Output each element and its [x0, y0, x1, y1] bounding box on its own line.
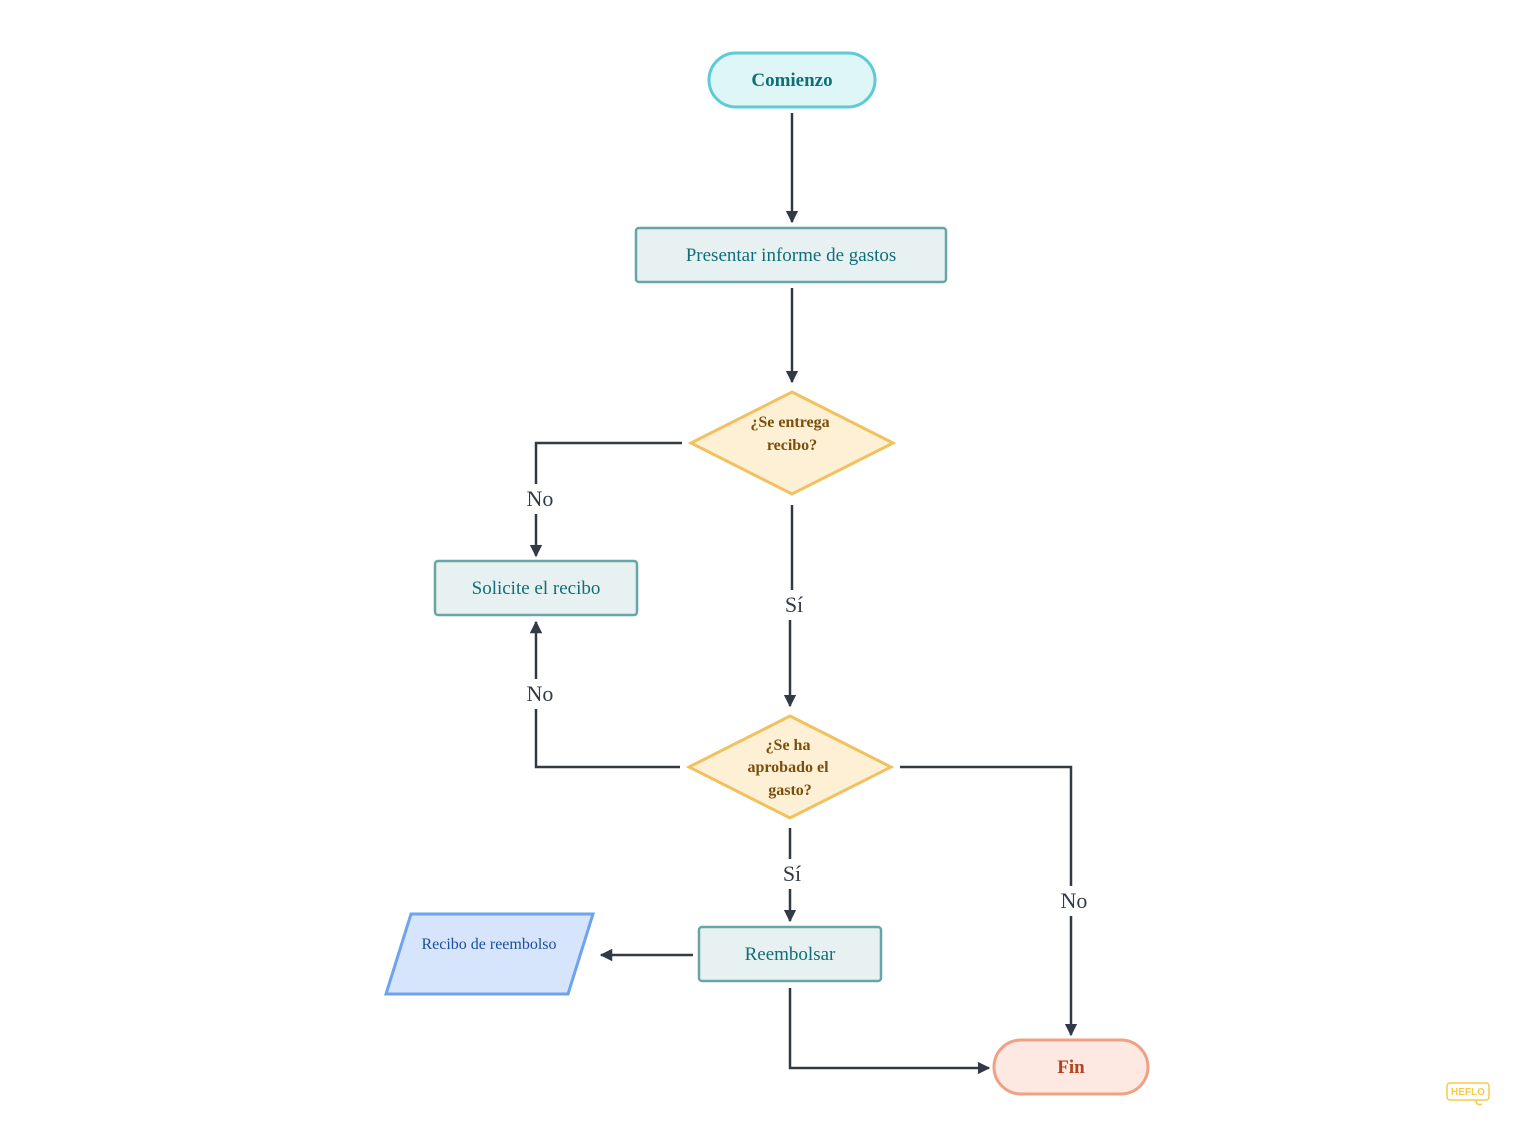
edge-label-receipt-no: No	[527, 486, 554, 511]
edge-approved-no-right	[900, 765, 1078, 1037]
node-start[interactable]: Comienzo	[707, 51, 877, 109]
edge-receipt-yes	[790, 505, 792, 706]
node-submit-report[interactable]: Presentar informe de gastos	[634, 226, 948, 284]
node-reimbursement-receipt[interactable]: Recibo de reembolso	[383, 912, 596, 996]
node-decision-receipt-line-2: recibo?	[767, 437, 817, 454]
node-submit-report-label: Presentar informe de gastos	[686, 245, 897, 266]
edge-label-approved-yes: Sí	[783, 861, 801, 886]
edge-label-receipt-yes: Sí	[785, 592, 803, 617]
node-decision-approved-label: ¿Se ha aprobado el gasto?	[747, 737, 832, 799]
node-start-label: Comienzo	[751, 70, 832, 91]
node-decision-approved-line-2: aprobado el	[747, 759, 829, 776]
node-decision-approved-line-3: gasto?	[768, 782, 812, 799]
node-reimburse-label: Reembolsar	[745, 944, 836, 965]
edge-label-approved-no-right: No	[1061, 888, 1088, 913]
node-end-label: Fin	[1057, 1057, 1085, 1078]
node-end[interactable]: Fin	[992, 1038, 1150, 1096]
node-decision-receipt-line-1: ¿Se entrega	[750, 414, 829, 431]
heflo-logo-text: HEFLO	[1451, 1087, 1485, 1098]
node-request-receipt-label: Solicite el recibo	[472, 578, 601, 599]
node-reimburse[interactable]: Reembolsar	[697, 925, 883, 983]
heflo-logo: HEFLO	[1446, 1082, 1490, 1106]
node-decision-receipt-label: ¿Se entrega recibo?	[750, 414, 833, 454]
edge-approved-no-left	[529, 620, 680, 769]
node-request-receipt[interactable]: Solicite el recibo	[433, 559, 639, 617]
node-decision-receipt[interactable]: ¿Se entrega recibo?	[687, 390, 897, 496]
node-decision-approved-line-1: ¿Se ha	[766, 737, 811, 754]
node-reimbursement-receipt-label: Recibo de reembolso	[421, 936, 556, 953]
edge-label-approved-no-left: No	[527, 681, 554, 706]
edge-reimburse-to-end	[788, 988, 991, 1075]
edge-receipt-no	[529, 441, 682, 558]
node-decision-approved[interactable]: ¿Se ha aprobado el gasto?	[685, 714, 895, 820]
